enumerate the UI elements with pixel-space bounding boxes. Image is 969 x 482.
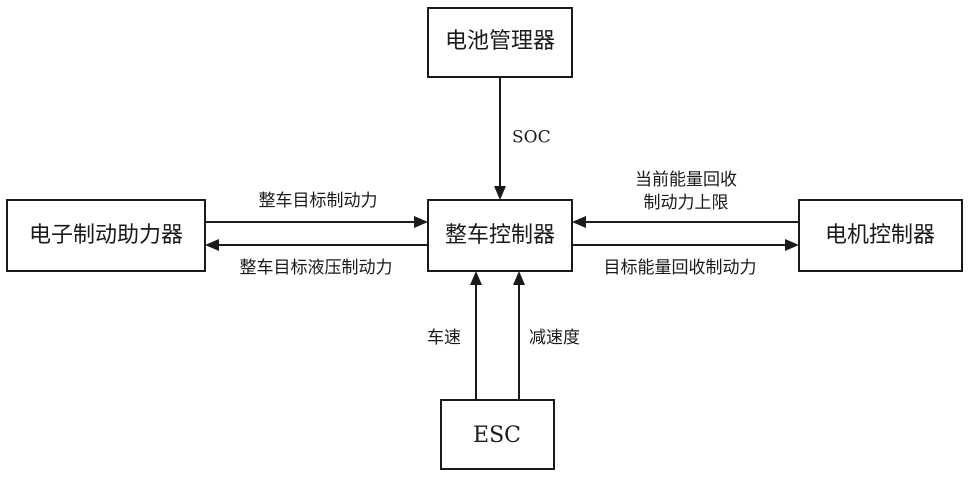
target-energy-recovery-force-head [785,239,799,251]
motor-controller-label: 电机控制器 [825,223,935,248]
motor-controller-box [798,199,963,272]
edge-vehicle-speed: 车速 [427,271,482,400]
edge-target-energy-recovery-force: 目标能量回收制动力 [572,239,799,278]
vehicle-speed-head [470,271,482,285]
energy-recovery-limit-head [572,216,586,228]
node-motor-controller: 电机控制器 [798,199,963,272]
node-battery-manager: 电池管理器 [427,7,573,78]
deceleration-head [513,271,525,285]
target-energy-recovery-force-label: 目标能量回收制动力 [604,258,757,278]
edge-target-hydraulic-brake-force: 整车目标液压制动力 [205,239,428,278]
esc-box [440,399,555,470]
target-brake-force-label: 整车目标制动力 [259,191,378,211]
node-brake-booster: 电子制动助力器 [6,199,206,272]
edge-target-brake-force: 整车目标制动力 [205,191,428,228]
node-vehicle-controller: 整车控制器 [427,199,573,272]
soc-arrow-head [494,186,506,200]
vehicle-speed-label: 车速 [427,328,461,348]
deceleration-label: 减速度 [529,328,580,348]
battery-manager-box [427,7,573,78]
esc-label: ESC [473,423,521,448]
energy-recovery-limit-label-line1: 当前能量回收 [635,170,737,190]
energy-recovery-limit-label-line2: 制动力上限 [644,193,729,213]
battery-manager-label: 电池管理器 [445,29,555,54]
vehicle-controller-label: 整车控制器 [445,223,555,248]
target-hydraulic-brake-force-head [205,239,219,251]
edge-soc: SOC [494,77,551,200]
edge-deceleration: 减速度 [513,271,580,400]
brake-booster-box [6,199,206,272]
soc-label: SOC [512,128,551,148]
target-brake-force-head [414,216,428,228]
target-hydraulic-brake-force-label: 整车目标液压制动力 [240,258,393,278]
vehicle-controller-box [427,199,573,272]
node-esc: ESC [440,399,555,470]
edge-energy-recovery-limit: 当前能量回收 制动力上限 [572,170,799,228]
brake-booster-label: 电子制动助力器 [29,223,183,248]
